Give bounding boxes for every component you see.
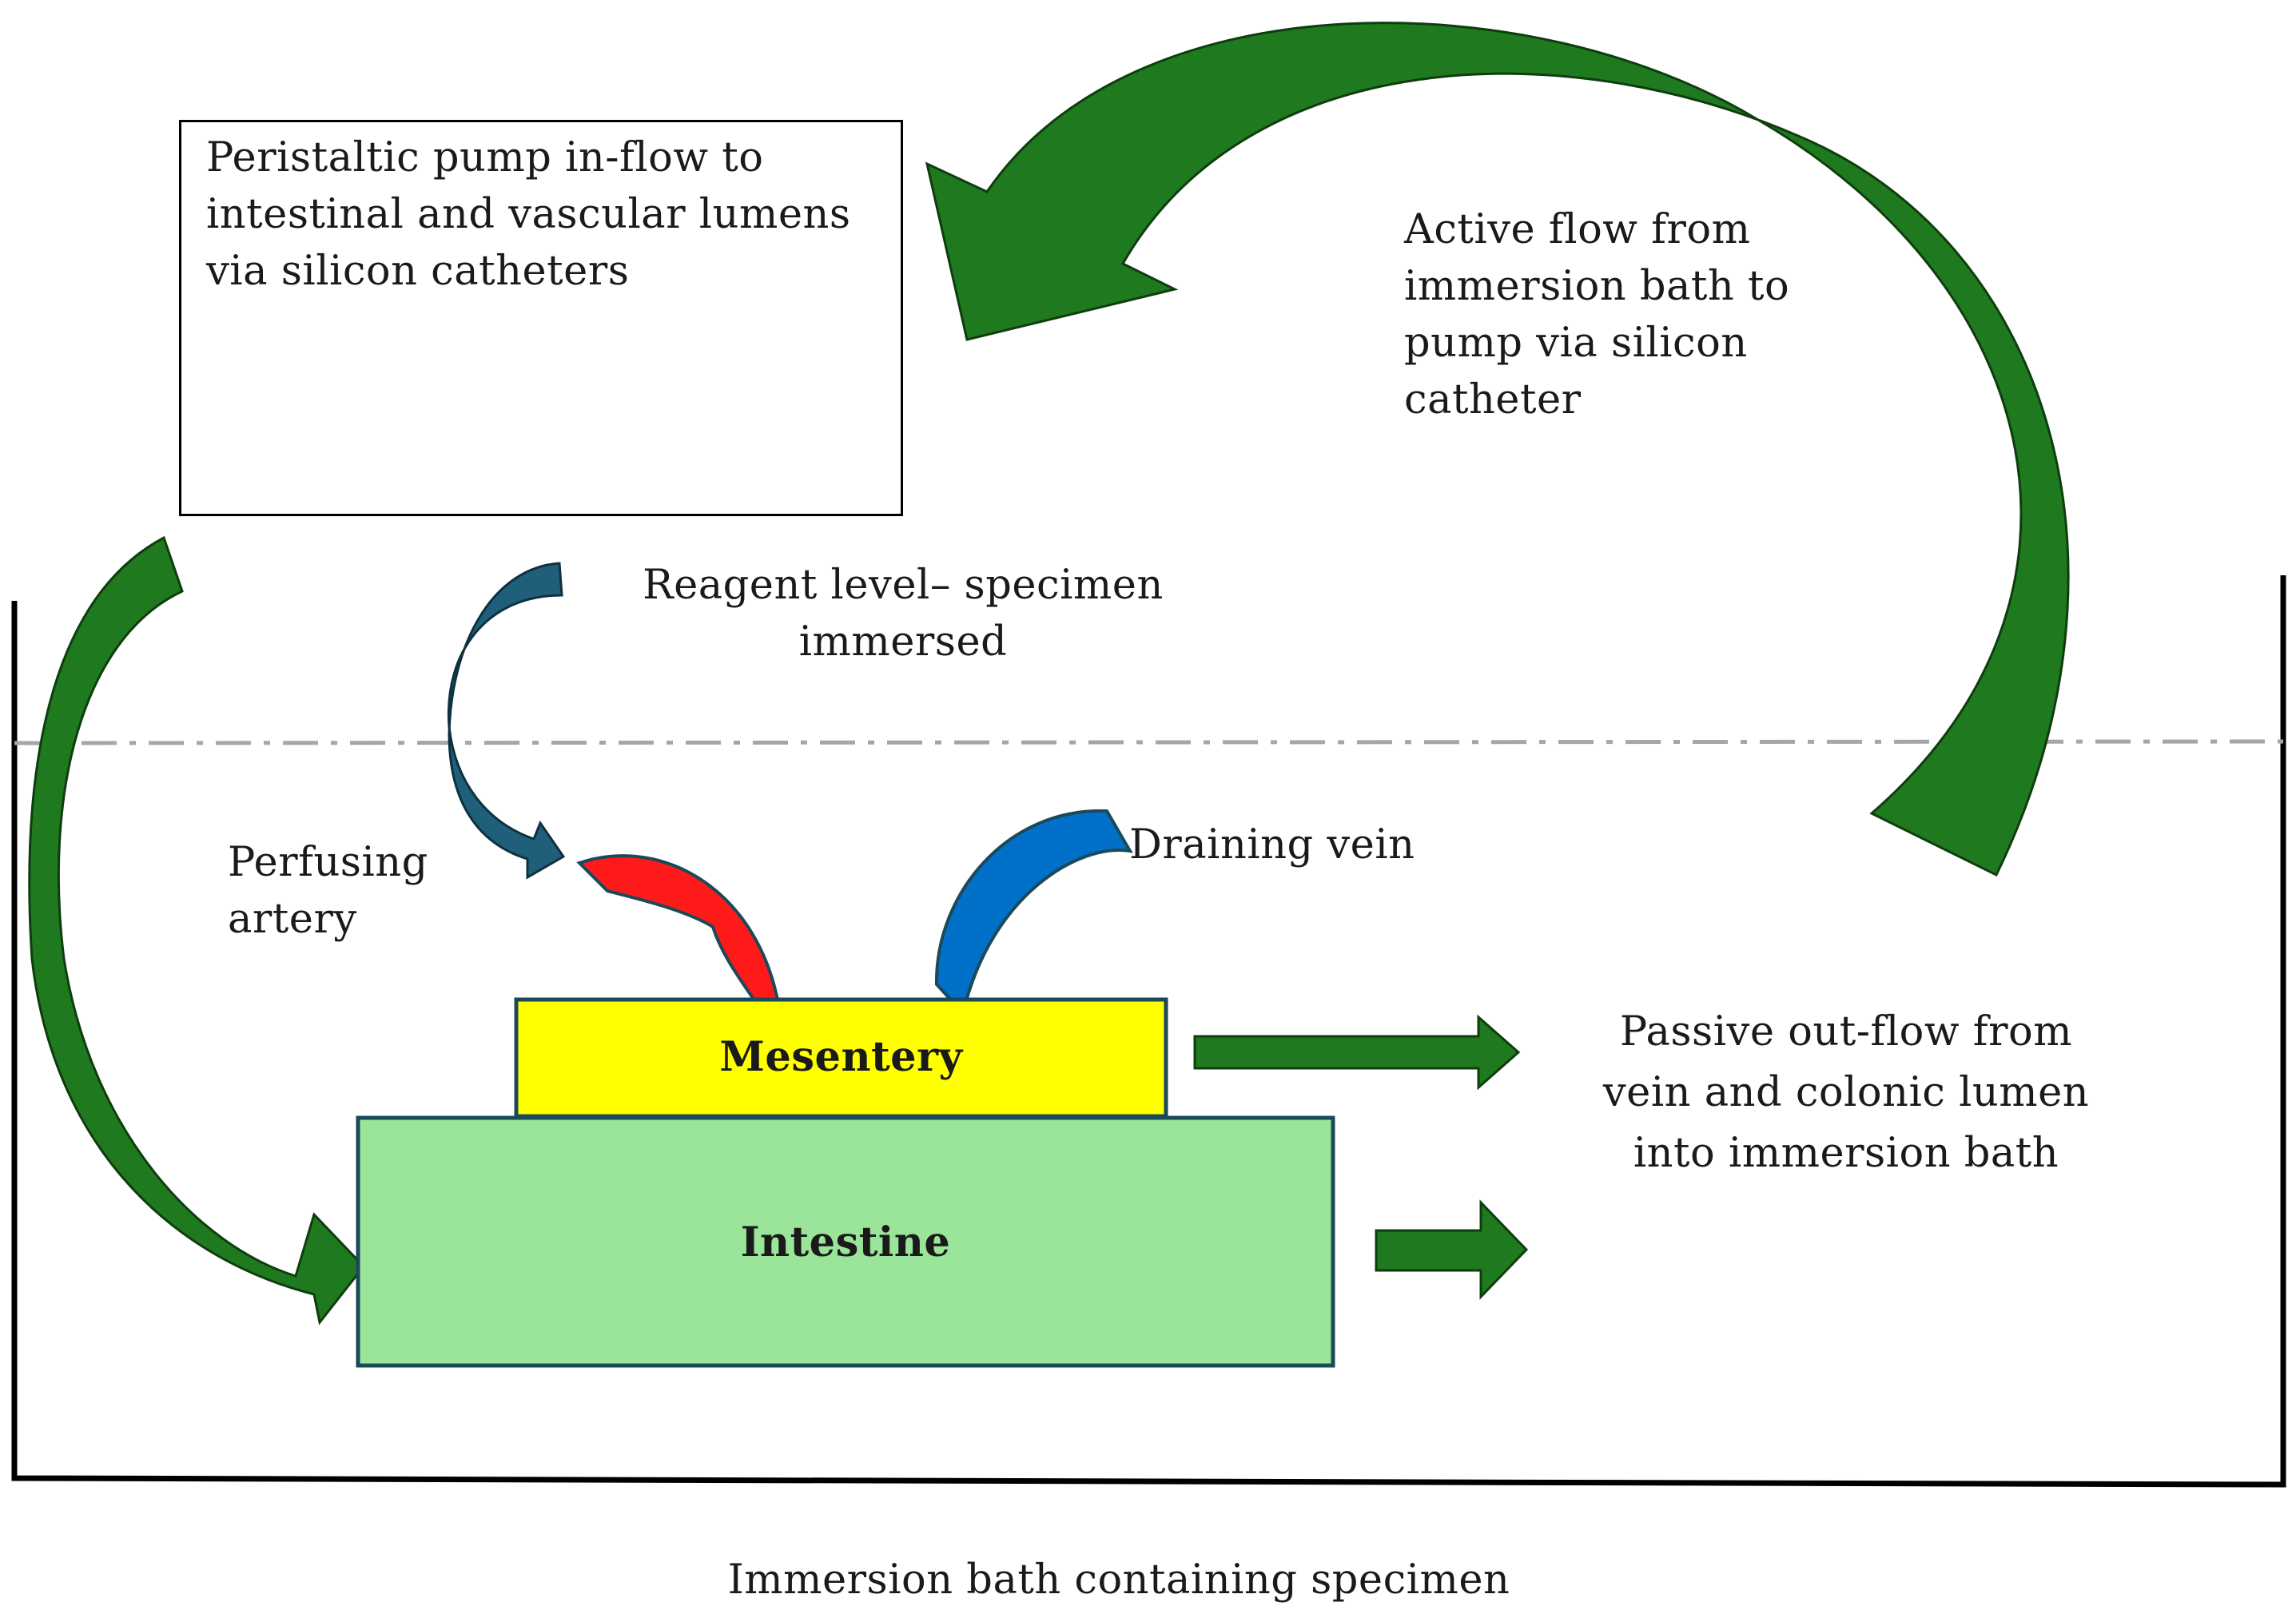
- reagent-arrow: [447, 562, 566, 880]
- outflow-arrow-mesentery: [1193, 1014, 1521, 1091]
- intestine-label: Intestine: [740, 1218, 951, 1266]
- reagent-level-label: Reagent level– specimen immersed: [643, 562, 1164, 666]
- immersion-bath: [11, 575, 2286, 1488]
- perfusing-artery: [576, 854, 782, 1020]
- inflow-arrow-left: [28, 535, 365, 1326]
- draining-vein-label: Draining vein: [1129, 821, 1415, 869]
- mesentery-block: [514, 997, 1168, 1119]
- perfusing-artery-label: Perfusing artery: [228, 839, 428, 943]
- mesentery-label: Mesentery: [719, 1033, 963, 1081]
- active-flow-label: Active flow from immersion bath to pump …: [1404, 206, 1790, 423]
- passive-outflow-label: Passive out-flow from vein and colonic l…: [1602, 1008, 2090, 1177]
- outflow-arrow-intestine: [1375, 1199, 1529, 1300]
- bath-caption: Immersion bath containing specimen: [727, 1556, 1510, 1604]
- pump-inflow-label: Peristaltic pump in-flow to intestinal a…: [206, 134, 851, 295]
- intestine-block: [356, 1115, 1335, 1368]
- pump-box: [179, 120, 903, 516]
- draining-vein: [934, 809, 1133, 1017]
- reagent-level-line: [14, 739, 2284, 745]
- active-flow-arrow: [925, 22, 2070, 877]
